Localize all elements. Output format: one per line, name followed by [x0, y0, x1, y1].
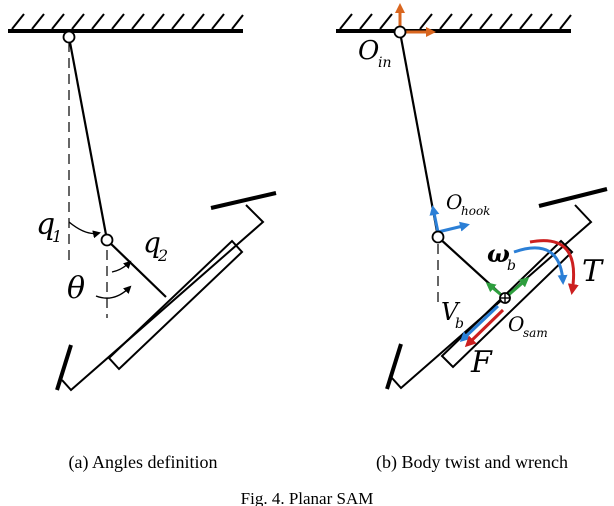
o-sam-label: O: [508, 312, 524, 336]
cable-link: [67, 36, 109, 241]
o-in-subscript: in: [378, 55, 392, 71]
v-label: V: [441, 298, 461, 326]
panel-angles-definition: q 1 q 2 θ: [8, 13, 277, 392]
sam-origin-marker: [499, 292, 511, 304]
q1-subscript: 1: [52, 227, 62, 246]
hook-joint-left: [100, 233, 114, 247]
q1-arc: [68, 221, 101, 239]
q1-label: q: [36, 207, 55, 242]
omega-label: ω: [487, 239, 510, 268]
hook-axis-y: [429, 205, 440, 233]
ceiling-right: [336, 13, 572, 33]
sam-body-right: [385, 187, 608, 390]
sam-body-left: [55, 191, 277, 392]
cable-link-right: [398, 31, 440, 238]
force-arrow: [464, 308, 505, 348]
top-joint-right: [393, 25, 407, 39]
caption-left: (a) Angles definition: [69, 452, 218, 473]
ceiling-left: [8, 13, 244, 33]
angular-velocity-arrow: [513, 246, 568, 285]
theta-label: θ: [67, 271, 85, 306]
hook-axis-x: [437, 221, 470, 234]
o-hook-subscript: hook: [461, 204, 490, 218]
theta-arc: [95, 285, 132, 299]
torque-label: T: [582, 254, 604, 289]
linear-velocity-arrow: [459, 304, 500, 343]
q2-subscript: 2: [157, 246, 168, 265]
omega-subscript: b: [507, 258, 516, 274]
torque-arrow: [529, 239, 579, 295]
q2-arc: [111, 260, 132, 273]
hook-joint-right: [431, 230, 445, 244]
hook-arm: [106, 239, 167, 298]
o-hook-label: O: [446, 190, 462, 214]
q2-label: q: [143, 226, 161, 259]
v-subscript: b: [455, 316, 464, 332]
panel-body-twist-wrench: O in O hook ω b V b O sam F T: [336, 3, 608, 390]
top-joint-left: [62, 30, 76, 44]
force-label: F: [470, 345, 493, 380]
figure-caption: Fig. 4. Planar SAM: [241, 489, 374, 506]
o-sam-subscript: sam: [523, 326, 548, 340]
caption-right: (b) Body twist and wrench: [376, 452, 568, 473]
o-in-label: O: [358, 36, 379, 66]
